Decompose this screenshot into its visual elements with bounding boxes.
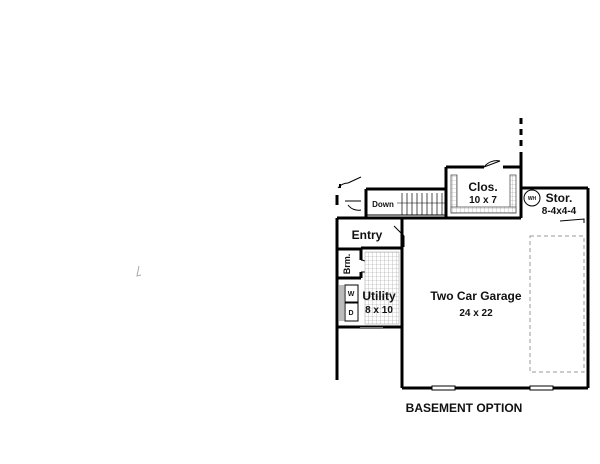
stair-treads (397, 193, 446, 215)
washer-label: W (348, 291, 355, 298)
storage-name: Stor. (546, 191, 573, 205)
stray-mark (136, 265, 142, 277)
garage-windows (431, 385, 554, 391)
closet-rods (450, 174, 517, 214)
stair-walls (364, 187, 446, 218)
garage-name: Two Car Garage (430, 289, 521, 303)
dryer-label: D (348, 310, 353, 317)
closet-size: 10 x 7 (469, 195, 497, 206)
water-heater-icon (523, 189, 541, 207)
garage-size: 24 x 22 (459, 308, 493, 319)
plan-caption: BASEMENT OPTION (406, 401, 523, 415)
entry-walls (335, 216, 521, 245)
entry-name: Entry (352, 228, 383, 242)
bathroom-name: Brm. (342, 254, 352, 275)
utility-size: 8 x 10 (365, 305, 393, 316)
closet-name: Clos. (468, 180, 497, 194)
exterior-door (337, 176, 362, 211)
utility-name: Utility (362, 289, 396, 303)
water-heater-label: WH (528, 196, 537, 202)
utility-tile-floor (364, 251, 400, 325)
garage-door-outline (529, 235, 585, 373)
closet-walls (444, 152, 523, 218)
storage-door (559, 218, 585, 223)
utility-counter (339, 285, 344, 321)
entry-door (393, 225, 405, 247)
storage-walls (521, 186, 590, 226)
storage-size: 8-4x4-4 (542, 206, 577, 217)
closet-door (483, 160, 501, 168)
garage-walls (402, 226, 590, 390)
stairs-label: Down (372, 200, 394, 209)
washer-dryer (344, 284, 359, 322)
